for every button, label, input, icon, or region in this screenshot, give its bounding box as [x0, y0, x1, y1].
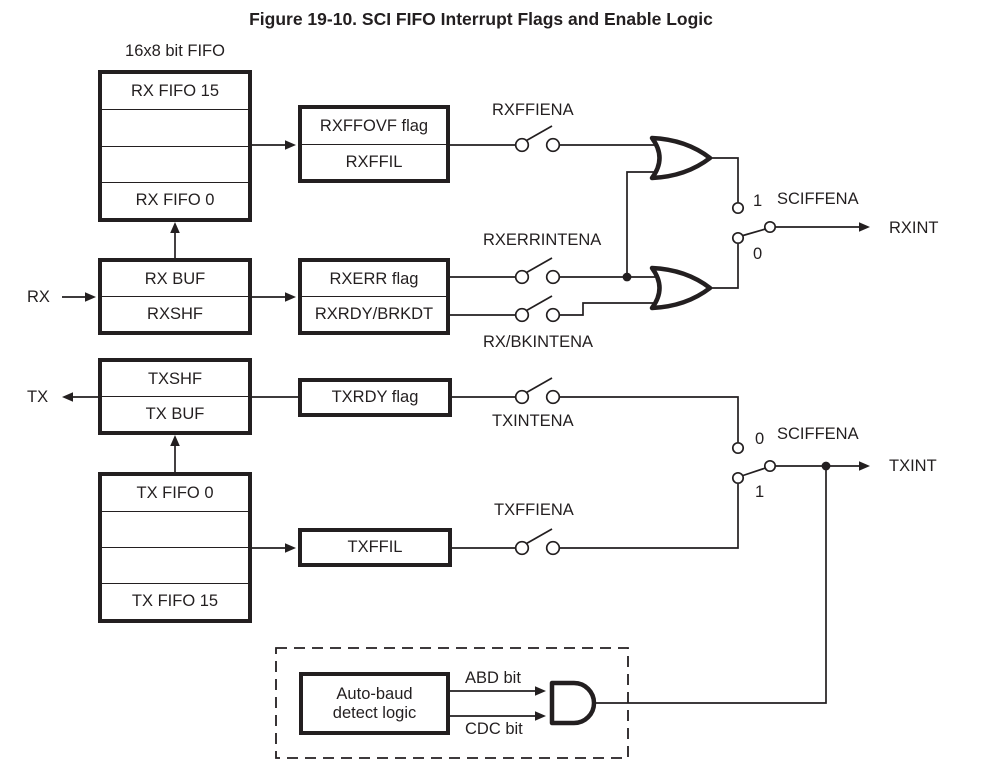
tx-fifo-row-0: TX FIFO 0 — [102, 476, 248, 512]
rx-fifo-row-blank-2 — [102, 147, 248, 183]
txffil-row: TXFFIL — [347, 538, 403, 557]
txint-label: TXINT — [889, 457, 937, 475]
wire-switch-up-to-txmux — [560, 484, 739, 549]
tx-fifo-row-blank-1 — [102, 512, 248, 548]
autobaud-label: Auto-baud detect logic — [303, 676, 446, 731]
rx-fifo-row-0: RX FIFO 0 — [135, 191, 215, 210]
abd-bit-label: ABD bit — [465, 669, 521, 687]
or-gate-rx-top — [649, 135, 713, 181]
switch-rxffiena — [514, 125, 561, 153]
arrow-rx-in — [85, 292, 96, 302]
autobaud-dashed-region — [275, 647, 629, 759]
rxffil-row: RXFFIL — [345, 152, 403, 171]
rx-fifo-block: RX FIFO 15 RX FIFO 0 — [98, 70, 252, 222]
txrdy-block: TXRDY flag — [298, 378, 452, 417]
cdc-bit-label: CDC bit — [465, 720, 523, 738]
txshf-block: TXSHF TX BUF — [98, 358, 252, 435]
wire-junction-to-or1 — [626, 171, 657, 277]
autobaud-block: Auto-baud detect logic — [299, 672, 450, 735]
rxffovf-flag-row: RXFFOVF flag — [302, 109, 446, 145]
rxshf-row: RXSHF — [147, 304, 203, 323]
switch-txintena — [514, 377, 561, 405]
txffil-block: TXFFIL — [298, 528, 452, 567]
tx-buf-row: TX BUF — [145, 404, 205, 423]
wires — [62, 144, 860, 717]
tx-signal-label: TX — [27, 388, 49, 406]
rx-buf-block: RX BUF RXSHF — [98, 258, 252, 335]
rx-mux-0-label: 0 — [753, 245, 763, 263]
tx-mux-0-label: 0 — [755, 430, 765, 448]
arrow-abd — [535, 686, 546, 696]
sciffena-tx-label: SCIFFENA — [777, 425, 859, 443]
tx-fifo-row-blank-2 — [102, 548, 248, 584]
rxint-label: RXINT — [889, 219, 939, 237]
arrow-into-rxerr — [285, 292, 296, 302]
rx-mux-1-label: 1 — [753, 192, 763, 210]
junction-dot-txint — [821, 461, 831, 471]
rx-fifo-row-15: RX FIFO 15 — [102, 74, 248, 111]
mux-sciffena-tx — [731, 441, 777, 485]
tx-fifo-block: TX FIFO 0 TX FIFO 15 — [98, 472, 252, 623]
arrow-txint — [859, 461, 870, 471]
rxerr-block: RXERR flag RXRDY/BRKDT — [298, 258, 450, 335]
sciffena-rx-label: SCIFFENA — [777, 190, 859, 208]
rxbkintena-label: RX/BKINTENA — [483, 333, 594, 351]
tx-fifo-row-15: TX FIFO 15 — [131, 592, 219, 611]
rx-signal-label: RX — [27, 288, 50, 306]
and-gate-autobaud — [549, 680, 597, 726]
rxerrintena-label: RXERRINTENA — [483, 231, 602, 249]
wire-or1-to-mux — [710, 157, 739, 202]
figure-title: Figure 19-10. SCI FIFO Interrupt Flags a… — [249, 9, 713, 29]
arrow-rxbuf-up — [170, 222, 180, 233]
arrow-into-rxff — [285, 140, 296, 150]
arrow-txfifo-up — [170, 435, 180, 446]
arrow-into-txffil — [285, 543, 296, 553]
rxffovf-block: RXFFOVF flag RXFFIL — [298, 105, 450, 183]
rx-fifo-caption: 16x8 bit FIFO — [125, 42, 225, 60]
junction-dot-rxerr — [622, 272, 632, 282]
wire-switch-to-or2-bottom — [560, 302, 658, 316]
rx-buf-row: RX BUF — [102, 262, 248, 297]
arrow-cdc — [535, 711, 546, 721]
autobaud-label-line1: Auto-baud — [336, 684, 413, 703]
or-gate-rx-bottom — [649, 265, 713, 311]
wire-switch-to-txmux — [560, 396, 739, 442]
txintena-label: TXINTENA — [492, 412, 574, 430]
rxffiena-label: RXFFIENA — [492, 101, 574, 119]
txrdy-flag-row: TXRDY flag — [331, 388, 419, 407]
arrowheads — [62, 140, 870, 721]
switch-rxerrintena — [514, 257, 561, 285]
wire-or2-to-mux — [710, 244, 739, 289]
rxerr-flag-row: RXERR flag — [302, 262, 446, 297]
txffiena-label: TXFFIENA — [494, 501, 574, 519]
mux-sciffena-rx — [731, 201, 777, 245]
rx-fifo-row-blank-1 — [102, 110, 248, 147]
arrow-tx-out — [62, 392, 73, 402]
arrow-rxint — [859, 222, 870, 232]
tx-mux-1-label: 1 — [755, 483, 765, 501]
switch-rxbkintena — [514, 295, 561, 323]
txshf-row: TXSHF — [102, 362, 248, 397]
rxrdy-brkdt-row: RXRDY/BRKDT — [314, 304, 434, 323]
autobaud-label-line2: detect logic — [332, 703, 417, 722]
wire-txint-to-and — [594, 466, 827, 704]
switch-txffiena — [514, 528, 561, 556]
